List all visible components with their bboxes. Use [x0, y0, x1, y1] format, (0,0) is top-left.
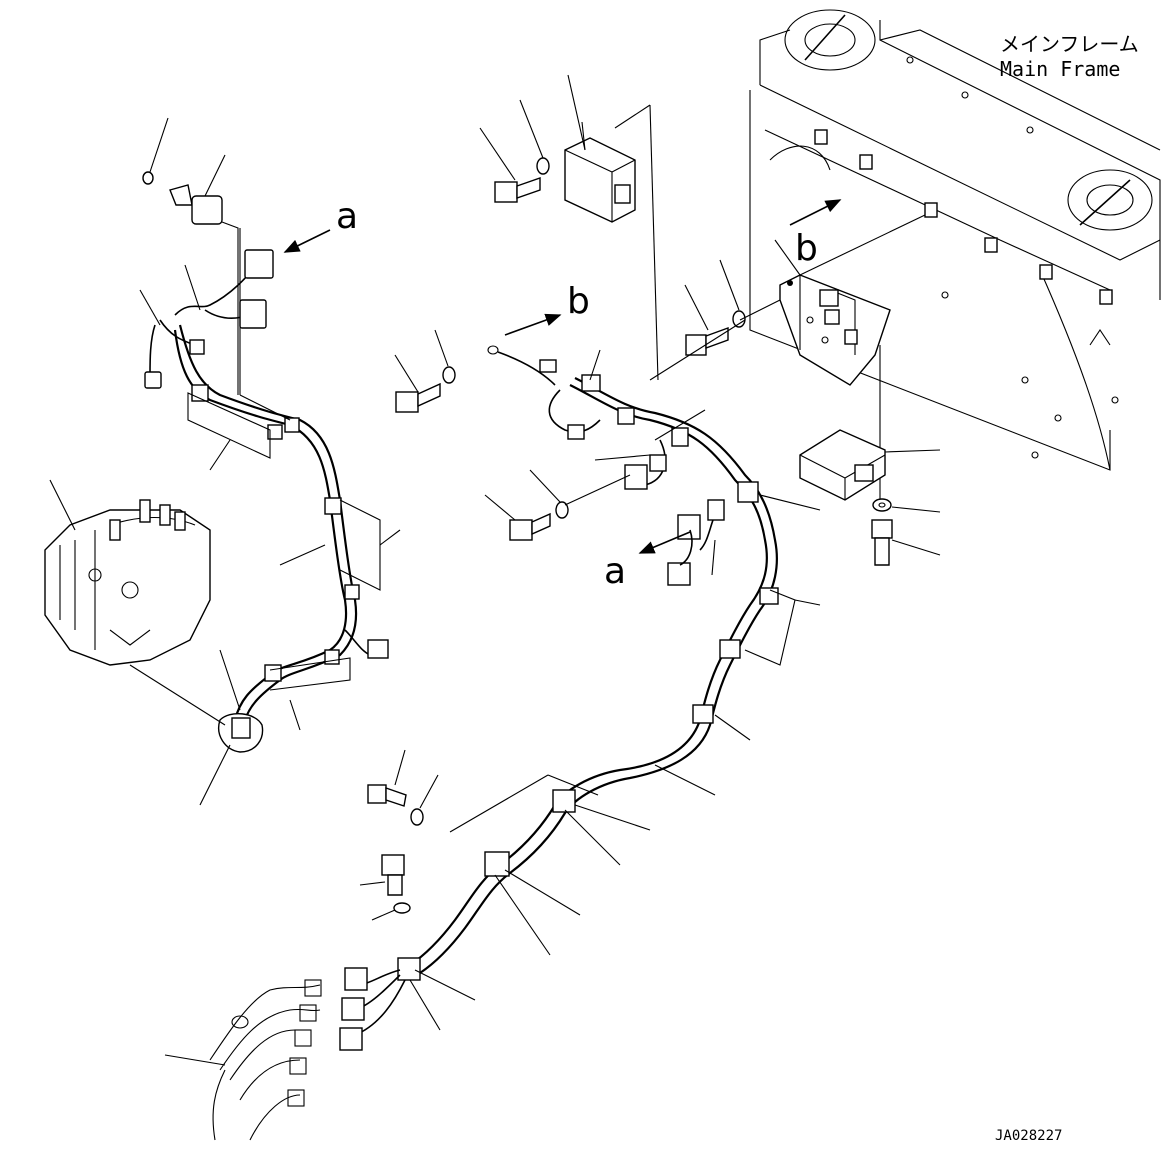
callout-a-bottom: a [604, 551, 626, 592]
reference-arrows [283, 199, 842, 554]
main-frame: メインフレーム Main Frame [749, 9, 1161, 471]
bolt-5 [381, 854, 405, 896]
connector-cluster [164, 979, 322, 1141]
bolt-4 [367, 784, 407, 807]
controller-plate [649, 214, 941, 566]
main-frame-title-en: Main Frame [1000, 57, 1120, 81]
controller-box [479, 74, 659, 381]
left-harness [129, 228, 401, 806]
callout-b-middle: b [567, 281, 590, 322]
bolt-1 [494, 177, 541, 203]
center-harness [339, 329, 821, 1051]
callout-a-top: a [336, 196, 358, 237]
document-code: JA028227 [995, 1128, 1062, 1144]
connector [244, 249, 274, 279]
washer-1 [536, 157, 550, 175]
transmission [44, 479, 211, 666]
sensor [142, 117, 239, 395]
main-frame-title-jp: メインフレーム [1000, 32, 1139, 56]
callout-b-right: b [795, 228, 818, 269]
